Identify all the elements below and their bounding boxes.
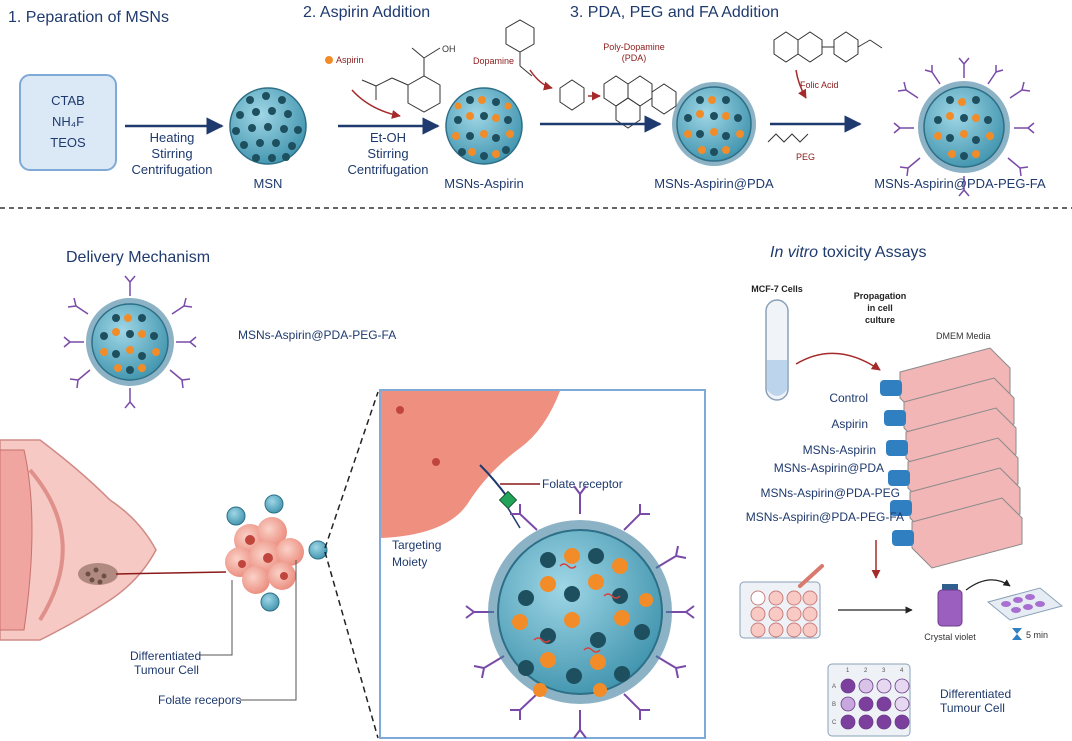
aspirin-structure [361,47,441,113]
tumour-callout-line [200,580,233,656]
tumour-cluster [225,517,304,594]
well-plate-seeded [739,564,824,639]
folic-acid-structure [773,31,883,63]
group-aspirin: Aspirin [831,417,868,431]
peg-structure [767,133,809,143]
result-label-line1: Differentiated [940,687,1011,701]
propagation-line3: culture [865,315,895,325]
msns-aspirin-label: MSNs-Aspirin [444,176,523,191]
delivery-title: Delivery Mechanism [66,249,210,266]
group-msns-aspirin-pda-peg-fa: MSNs-Aspirin@PDA-PEG-FA [746,510,904,524]
stain-transfer-arrow [965,579,1011,591]
group-msns-aspirin-pda: MSNs-Aspirin@PDA [774,461,884,475]
group-msns-aspirin: MSNs-Aspirin [803,443,876,457]
flask-stack [880,347,1023,569]
reagent-box: CTAB NH₄F TEOS [19,74,117,171]
result-row-c: C [832,720,837,726]
result-col-2: 2 [864,668,868,674]
group-msns-aspirin-pda-peg: MSNs-Aspirin@PDA-PEG [760,486,900,500]
result-plate: 1 2 3 4 A B C [827,663,911,737]
msns-aspirin-pda-label: MSNs-Aspirin@PDA [654,176,774,191]
step3-title: 3. PDA, PEG and FA Addition [570,4,779,21]
reagent-nh4f: NH₄F [52,114,84,129]
pda-label-line2: (PDA) [622,53,647,63]
well-plate-stained [986,587,1064,621]
msns-aspirin-particle [445,87,523,165]
arrow1-condition-stirring: Stirring [151,146,192,161]
crystal-violet-bottle [937,584,963,627]
msns-aspirin-pda-particle [672,82,756,166]
folate-receptor-label: Folate receptor [542,477,623,491]
arrow1-condition-heating: Heating [150,130,195,145]
pda-structure [559,75,677,129]
arrow2-condition-etoh: Et-OH [370,130,406,145]
zoomed-particle [465,485,695,739]
mini-particles [226,494,328,612]
msn-label: MSN [254,176,283,191]
reagent-ctab: CTAB [51,93,85,108]
result-col-3: 3 [882,668,886,674]
propagation-line2: in cell [867,303,893,313]
tumour-label-line2: Tumour Cell [134,663,199,677]
msns-aspirin-pda-peg-fa-label: MSNs-Aspirin@PDA-PEG-FA [874,176,1046,191]
aspirin-label: Aspirin [336,55,364,65]
tumour-label-line1: Differentiated [130,649,201,663]
time-label: 5 min [1026,630,1048,640]
tumour-pointer [115,571,227,575]
result-col-1: 1 [846,668,850,674]
test-tube [765,299,789,401]
targeting-label-line2: Moiety [392,555,427,569]
group-control: Control [829,391,868,405]
delivery-particle [63,275,197,409]
result-col-4: 4 [900,668,904,674]
dopamine-label: Dopamine [473,56,514,66]
breast-anatomy [0,439,157,641]
folic-acid-label: Folic Acid [800,80,839,90]
aspirin-drug-icon [325,56,333,64]
receptors-callout-line [240,560,297,701]
step1-title: 1. Peparation of MSNs [8,9,169,26]
targeting-label-line1: Targeting [392,538,441,552]
arrow2-condition-stirring: Stirring [367,146,408,161]
msn-particle [229,87,307,165]
reagent-teos: TEOS [50,135,86,150]
zoom-line-bottom [324,551,379,739]
flask-6 [892,497,1023,569]
oh-label: OH [442,44,456,54]
toxicity-title-rest: toxicity Assays [818,244,926,261]
aspirin-arrow [351,89,401,119]
propagation-arrow [795,352,881,371]
toxicity-title: In vitro toxicity Assays [770,244,927,261]
msns-aspirin-pda-peg-fa-particle [893,57,1035,197]
dopamine-arrow [529,69,553,91]
zoom-line-top [324,391,379,549]
delivery-particle-label: MSNs-Aspirin@PDA-PEG-FA [238,328,396,342]
folic-acid-arrow [795,69,807,99]
dopamine-structure [505,19,535,77]
arrow2-condition-centrifugation: Centrifugation [348,162,429,177]
arrow1-condition-centrifugation: Centrifugation [132,162,213,177]
peg-label: PEG [796,152,815,162]
folate-receptors-label: Folate recepors [158,693,241,707]
step2-title: 2. Aspirin Addition [303,4,430,21]
hourglass-icon [1012,628,1022,640]
result-row-a: A [832,684,836,690]
toxicity-title-italic: In vitro [770,244,818,261]
crystal-violet-label: Crystal violet [924,632,976,642]
result-label-line2: Tumour Cell [940,701,1005,715]
pda-label-line1: Poly-Dopamine [603,42,665,52]
propagation-line1: Propagation [854,291,907,301]
result-row-b: B [832,702,836,708]
mcf7-label: MCF-7 Cells [751,284,803,294]
dmem-label: DMEM Media [936,331,991,341]
